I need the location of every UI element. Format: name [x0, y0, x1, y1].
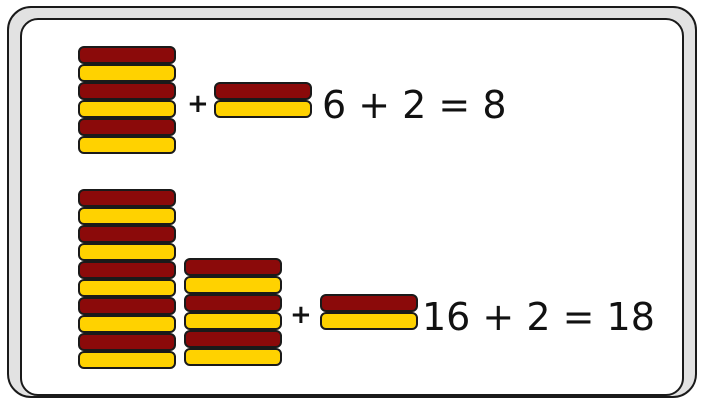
problem-2-plus-sign: + — [290, 300, 312, 330]
red-rod — [78, 297, 176, 315]
red-rod — [78, 261, 176, 279]
yellow-rod — [214, 100, 312, 118]
problem-1-stack-two — [214, 82, 312, 118]
red-rod — [184, 258, 282, 276]
yellow-rod — [78, 315, 176, 333]
yellow-rod — [78, 207, 176, 225]
problem-2-stack-six — [184, 258, 282, 366]
problem-1-equation: 6 + 2 = 8 — [322, 83, 507, 127]
red-rod — [78, 225, 176, 243]
red-rod — [78, 118, 176, 136]
yellow-rod — [78, 279, 176, 297]
problem-2-stack-two — [320, 294, 418, 330]
red-rod — [78, 189, 176, 207]
yellow-rod — [184, 276, 282, 294]
red-rod — [214, 82, 312, 100]
yellow-rod — [184, 348, 282, 366]
red-rod — [78, 46, 176, 64]
red-rod — [184, 330, 282, 348]
yellow-rod — [78, 100, 176, 118]
yellow-rod — [78, 243, 176, 261]
yellow-rod — [320, 312, 418, 330]
yellow-rod — [184, 312, 282, 330]
problem-2-stack-ten — [78, 189, 176, 369]
yellow-rod — [78, 351, 176, 369]
red-rod — [184, 294, 282, 312]
yellow-rod — [78, 136, 176, 154]
yellow-rod — [78, 64, 176, 82]
problem-2-equation: 16 + 2 = 18 — [422, 295, 655, 339]
red-rod — [320, 294, 418, 312]
red-rod — [78, 82, 176, 100]
problem-1-plus-sign: + — [187, 89, 209, 119]
problem-1-stack-six — [78, 46, 176, 154]
red-rod — [78, 333, 176, 351]
